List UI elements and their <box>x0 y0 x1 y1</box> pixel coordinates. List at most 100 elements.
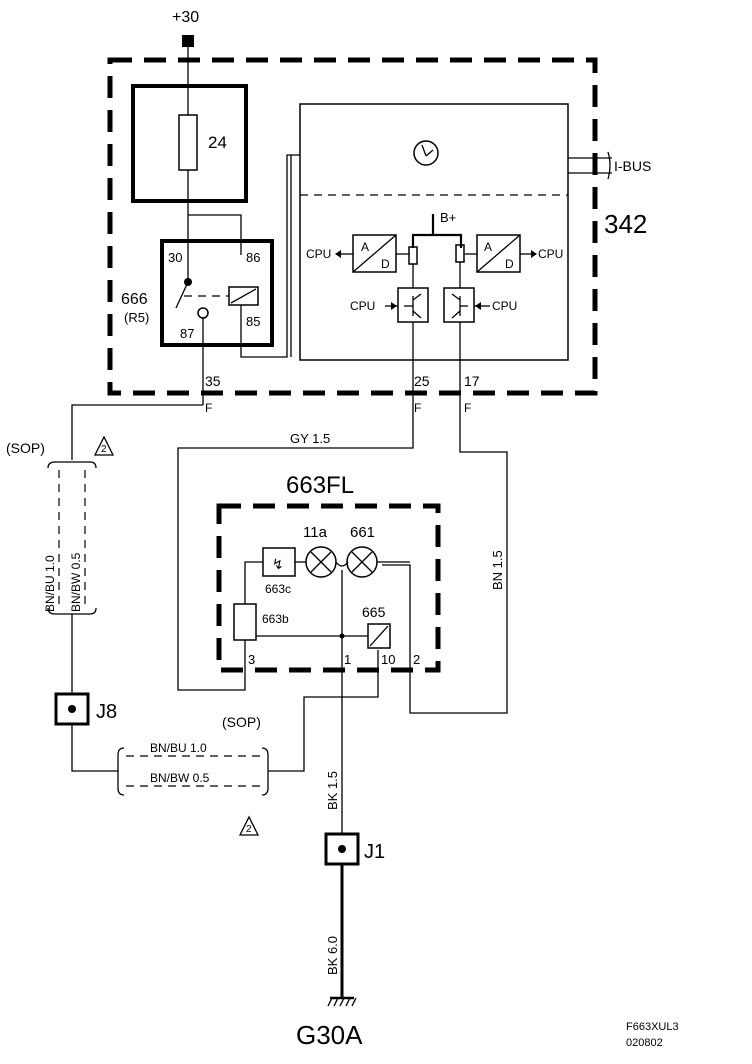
cpu-label-3: CPU <box>350 299 375 313</box>
lamp-unit-id: 663FL <box>286 472 354 499</box>
sop-bnbw-label-2: BN/BW 0.5 <box>150 771 210 785</box>
lamps-junction <box>335 561 349 567</box>
relay-pin87: 87 <box>180 326 194 341</box>
note-2-number: 2 <box>246 824 252 835</box>
ground-tick-4 <box>345 997 351 1007</box>
adc-right-a: A <box>484 240 492 254</box>
fuse-box <box>131 84 248 203</box>
module-id: 342 <box>604 209 647 239</box>
lamp-unit-pin10: 10 <box>381 652 395 667</box>
note-1-number: 2 <box>101 444 107 455</box>
bn-wire <box>382 405 508 714</box>
gy-wire <box>177 405 414 691</box>
footer-code: F663XUL3 <box>626 1021 679 1033</box>
adc-left-arrow <box>335 250 341 258</box>
node-1 <box>339 633 345 639</box>
fuse-symbol <box>178 114 198 171</box>
transistor-left-e <box>412 310 422 319</box>
lamp-11a-label: 11a <box>303 524 328 541</box>
transistor-right-e <box>451 310 461 319</box>
transistor-right-c <box>451 293 461 301</box>
component-663c-glyph: ↯ <box>272 556 284 572</box>
relay-pin85: 85 <box>246 314 260 329</box>
junction-j1-label: J1 <box>364 841 385 863</box>
ground-tick-3 <box>339 997 345 1007</box>
component-665-label: 665 <box>362 604 386 620</box>
transistor-left-arrow <box>391 302 397 310</box>
transistor-right-arrow <box>475 302 481 310</box>
bplus-label: B+ <box>440 210 456 225</box>
ground-tick-5 <box>351 997 357 1007</box>
ground-tick-1 <box>327 997 333 1007</box>
bplus-rail <box>411 233 463 248</box>
sop-label-1: (SOP) <box>6 440 45 456</box>
connector-f-25: F <box>414 401 421 415</box>
control-module <box>299 103 569 361</box>
cpu-label-2: CPU <box>538 247 563 261</box>
component-663b-label: 663b <box>262 612 289 626</box>
enclosure-main <box>107 57 598 396</box>
clock-icon <box>413 140 439 166</box>
lamp-661-x2 <box>351 551 373 573</box>
relay-id: 666 <box>121 291 148 308</box>
supply-label: +30 <box>172 9 199 26</box>
relay-coil-mark <box>230 288 257 304</box>
adc-right-diag <box>476 234 521 273</box>
component-665-mark <box>369 625 389 647</box>
supply-terminal <box>182 35 194 47</box>
lamp-unit-enclosure <box>216 503 441 673</box>
sop-bnbw-label-1: BN/BW 0.5 <box>69 552 83 612</box>
adc-right-d: D <box>505 257 514 271</box>
relay-pin30: 30 <box>168 250 182 265</box>
component-663c-label: 663c <box>265 582 291 596</box>
coil-feed-wire <box>188 214 242 255</box>
lamp-unit-pin3: 3 <box>248 652 255 667</box>
relay-switch-arm <box>175 281 189 309</box>
bn-wire-label: BN 1.5 <box>490 550 505 590</box>
footer-date: 020802 <box>626 1037 663 1049</box>
sop-bnbu-label-1: BN/BU 1.0 <box>43 555 57 612</box>
sop-to-665-wire <box>268 650 379 772</box>
relay-contact-87 <box>197 307 209 319</box>
j8-out-wire <box>71 724 118 772</box>
lamp-unit-pin2: 2 <box>413 652 420 667</box>
pin35-wire <box>71 404 203 460</box>
component-663b <box>233 603 257 641</box>
adc-left-d: D <box>381 257 390 271</box>
adc-left-diag <box>352 234 397 273</box>
note-triangle-2 <box>238 815 260 836</box>
transistor-left-c <box>412 293 422 301</box>
bk60-label: BK 6.0 <box>325 936 340 975</box>
connector-f-35: F <box>205 401 212 415</box>
junction-j8-label: J8 <box>96 701 117 723</box>
relay-coil <box>228 286 259 306</box>
adc-right-arrow <box>531 250 537 258</box>
gy-wire-label: GY 1.5 <box>290 431 330 446</box>
ibus-connector <box>607 151 611 180</box>
ground-label: G30A <box>296 1020 363 1050</box>
clock-hand <box>421 144 427 157</box>
663c-to-663b-wire <box>244 561 263 604</box>
sop-brace-left-2 <box>117 747 125 796</box>
lamp-unit-pin1: 1 <box>344 652 351 667</box>
component-665 <box>367 623 391 649</box>
adc-left-a: A <box>361 240 369 254</box>
clock-hand-b <box>425 149 434 157</box>
module-pin17: 17 <box>464 373 480 389</box>
transistor-right <box>443 287 475 323</box>
junction-j1-dot <box>338 845 346 853</box>
cpu-label-1: CPU <box>306 247 331 261</box>
cpu-label-4: CPU <box>492 299 517 313</box>
ibus-label: I-BUS <box>614 158 651 174</box>
relay-pin86: 86 <box>246 250 260 265</box>
connector-f-17: F <box>464 401 471 415</box>
module-pin35: 35 <box>205 373 221 389</box>
lamp-661-label: 661 <box>350 524 375 541</box>
sop-bnbu-label-2: BN/BU 1.0 <box>150 741 207 755</box>
lamp-11a-x2 <box>310 551 332 573</box>
resistor-left <box>408 246 418 265</box>
junction-j8-dot <box>68 705 76 713</box>
module-pin25: 25 <box>414 373 430 389</box>
sop-label-2: (SOP) <box>222 714 261 730</box>
